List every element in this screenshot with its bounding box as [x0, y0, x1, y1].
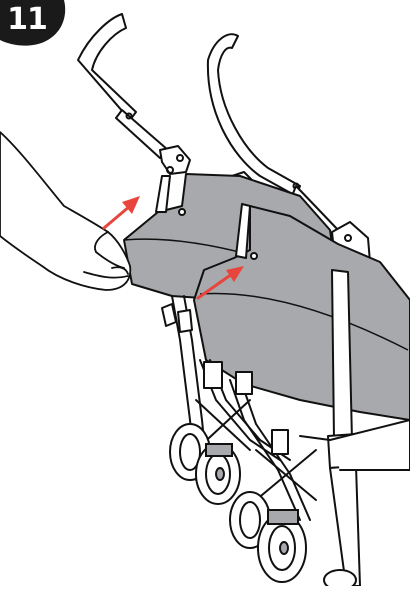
- hand: [0, 131, 132, 291]
- step-badge: 11: [0, 0, 70, 46]
- rear-handle: [77, 13, 191, 175]
- step-number: 11: [7, 2, 48, 37]
- front-seat: [193, 203, 410, 421]
- step-badge-shape: [0, 0, 66, 46]
- red-arrow-front-icon: [196, 266, 244, 300]
- wheels: [169, 423, 357, 590]
- red-arrow-rear-icon: [102, 196, 140, 230]
